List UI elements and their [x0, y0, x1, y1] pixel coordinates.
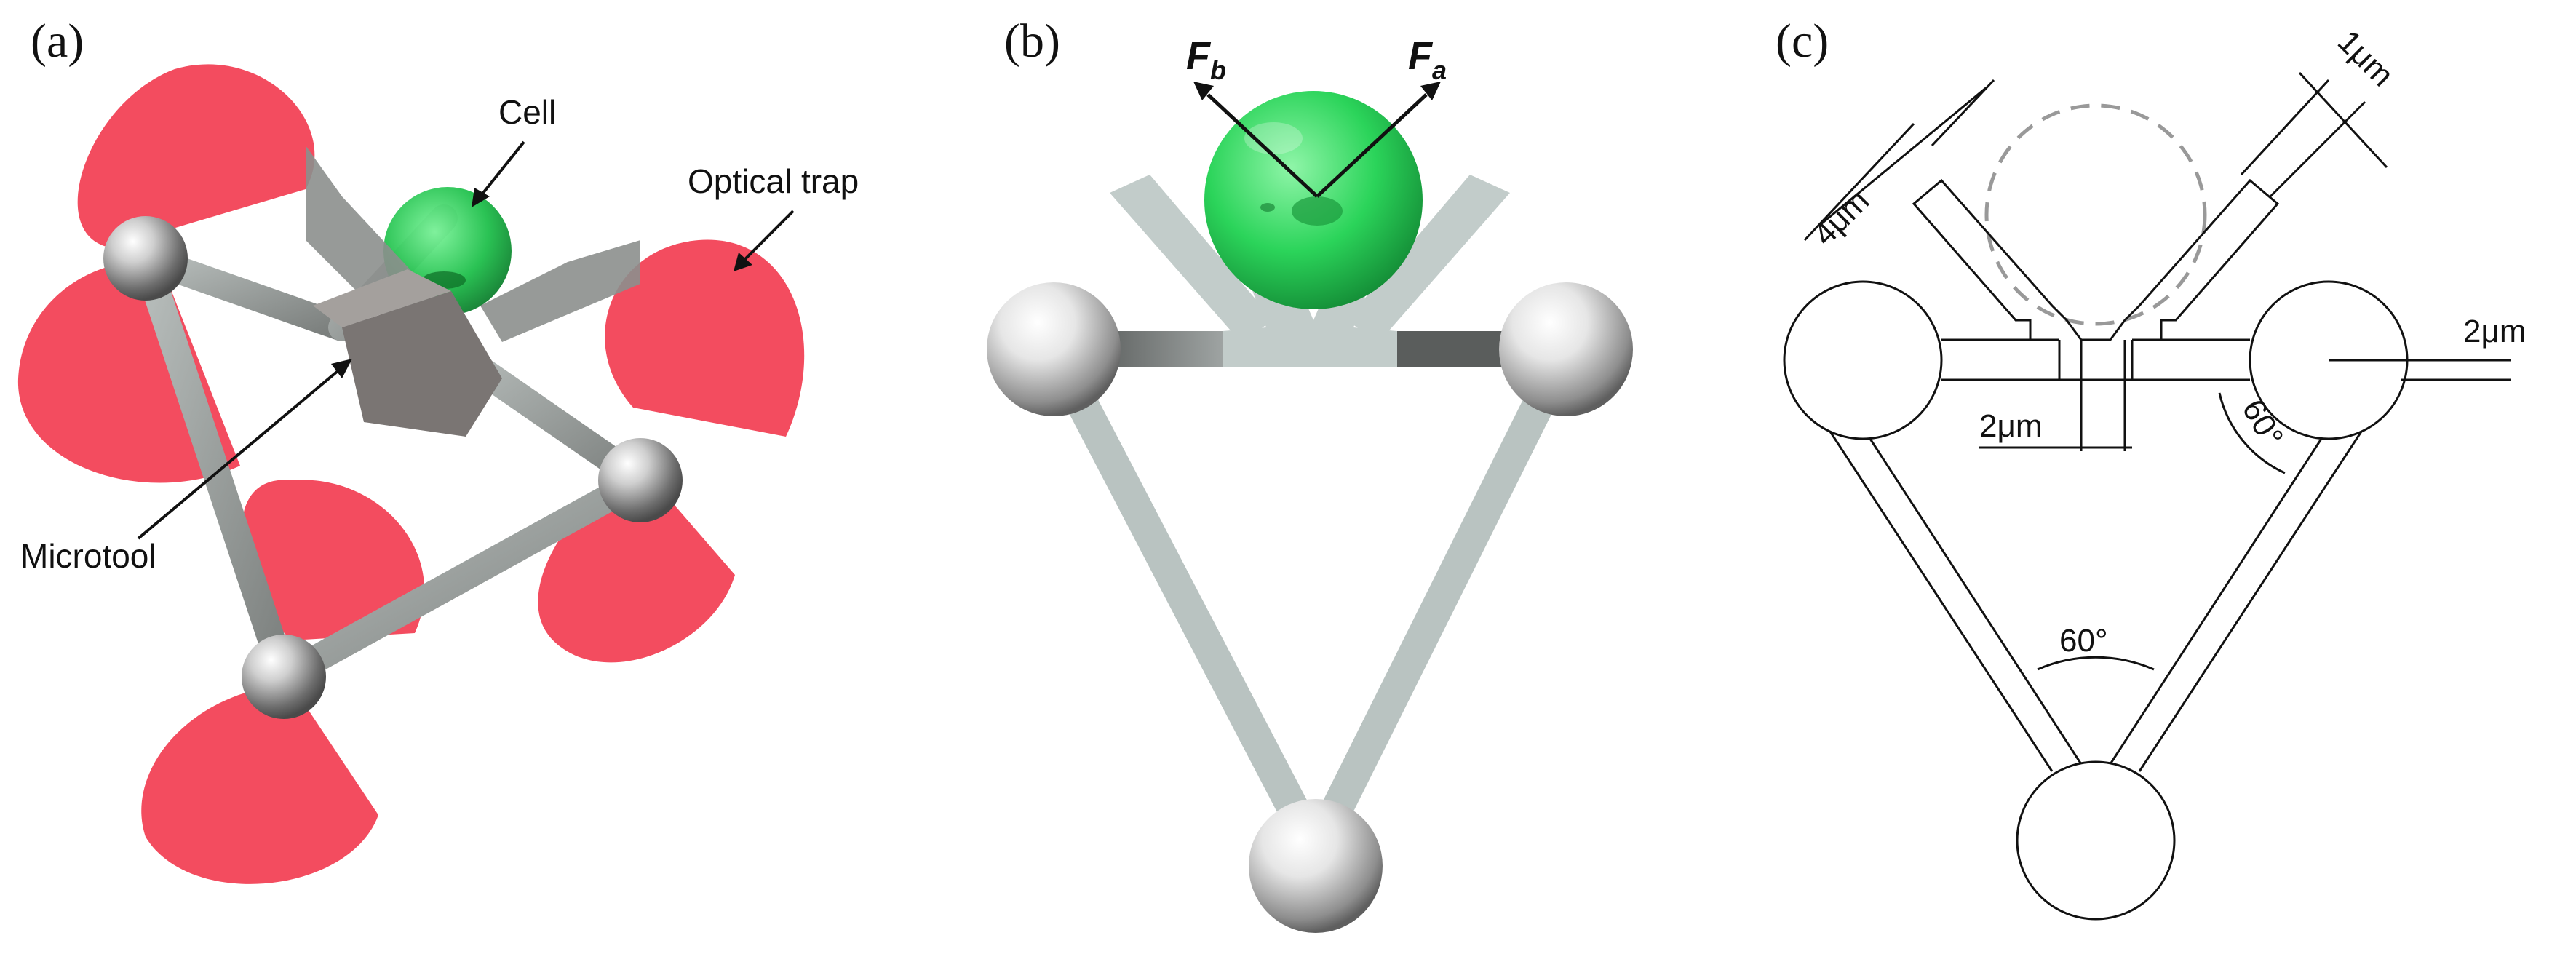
panel-c-schematic: (c) 4μm 1μm: [1746, 0, 2576, 954]
arrow-microtool: [137, 366, 343, 540]
trap-cone-center-bottom: [242, 480, 425, 640]
leg-left: [1039, 341, 1330, 859]
dim-arm-offset-label: 4μm: [1806, 183, 1876, 253]
sphere-left: [987, 282, 1121, 416]
cell-outline-dashed: [1984, 103, 2207, 326]
trap-handles: [103, 216, 683, 719]
microtool-arm-right: [480, 240, 640, 342]
microtool-rod-2: [132, 245, 298, 691]
force-arrow-a: [1316, 93, 1428, 198]
sphere-right: [1499, 282, 1633, 416]
panel-a-3d-view: (a): [0, 0, 931, 954]
panel-b-top-view: (b) Fb Fa: [931, 0, 1746, 954]
dim-arm-width-label: 1μm: [2331, 23, 2401, 93]
microtool-body: [342, 291, 502, 437]
cell-b: [1204, 91, 1423, 309]
dimension-arm-offset: 4μm: [1803, 79, 1995, 253]
dimension-bar-width: 2μm: [2329, 314, 2526, 381]
leg-left-outline: [1829, 431, 2083, 772]
angle-side-label: 60°: [2235, 394, 2290, 453]
bar-left-outline: [1941, 338, 2059, 381]
handle-sphere-1: [103, 216, 188, 301]
arrow-optical-trap: [741, 210, 795, 263]
dimension-arm-width: 1μm: [2240, 23, 2401, 198]
optical-trap-cones: [17, 64, 805, 884]
dimension-gap-width: 2μm: [1979, 340, 2132, 451]
force-arrow-b: [1206, 93, 1319, 198]
cell-b-highlight: [1244, 122, 1303, 154]
angle-bottom-label: 60°: [2059, 623, 2108, 659]
v-holder-outline: [1912, 178, 2280, 341]
cell-b-spot: [1260, 203, 1275, 212]
bar-right-outline: [2132, 338, 2250, 381]
trap-cone-top-left: [77, 64, 315, 247]
v-arm-left: [1110, 175, 1273, 342]
force-b-label: Fb: [1186, 34, 1226, 85]
panel-b-label: (b): [1004, 15, 1060, 68]
cell-b-nucleus: [1292, 196, 1343, 226]
trap-cone-left: [17, 261, 240, 483]
panel-a-label: (a): [31, 15, 84, 68]
microtool-rod-3: [270, 466, 654, 691]
v-holder-base: [2058, 340, 2134, 381]
annotation-cell: Cell: [498, 93, 556, 131]
annotation-optical-trap: Optical trap: [688, 162, 859, 200]
angle-bottom: 60°: [2037, 623, 2155, 671]
handle-sphere-2: [598, 438, 683, 522]
leg-right-outline: [2109, 431, 2363, 772]
handle-sphere-3: [242, 635, 326, 719]
angle-side: 60°: [2218, 392, 2290, 474]
force-arrow-a-head: [1420, 82, 1441, 100]
annotation-microtool: Microtool: [20, 537, 156, 575]
arrow-optical-trap-head: [734, 253, 752, 271]
arrow-cell-head: [472, 188, 490, 207]
handle-circle-bottom: [2016, 760, 2176, 921]
leg-right: [1301, 342, 1581, 859]
microtool-head: [306, 146, 640, 437]
v-arm-right: [1346, 175, 1510, 342]
arrow-cell: [479, 140, 525, 198]
microtool-body-top: [313, 269, 451, 327]
trap-cone-bottom: [141, 684, 378, 884]
sphere-bottom: [1249, 799, 1383, 933]
force-arrow-b-head: [1193, 82, 1214, 100]
arrow-microtool-head: [331, 359, 352, 378]
handle-circle-left: [1783, 280, 1943, 440]
panel-b-illustration: (b) Fb Fa: [987, 15, 1633, 933]
trap-cone-right-upper: [605, 239, 805, 437]
panel-c-drawing: (c) 4μm 1μm: [1776, 15, 2526, 921]
force-arrows: [1193, 82, 1441, 198]
dim-gap-width-label: 2μm: [1979, 408, 2042, 444]
panel-c-label: (c): [1776, 15, 1829, 68]
dim-bar-width-label: 2μm: [2463, 314, 2526, 349]
panel-a-illustration: (a): [17, 15, 859, 884]
force-a-label: Fa: [1408, 34, 1447, 85]
